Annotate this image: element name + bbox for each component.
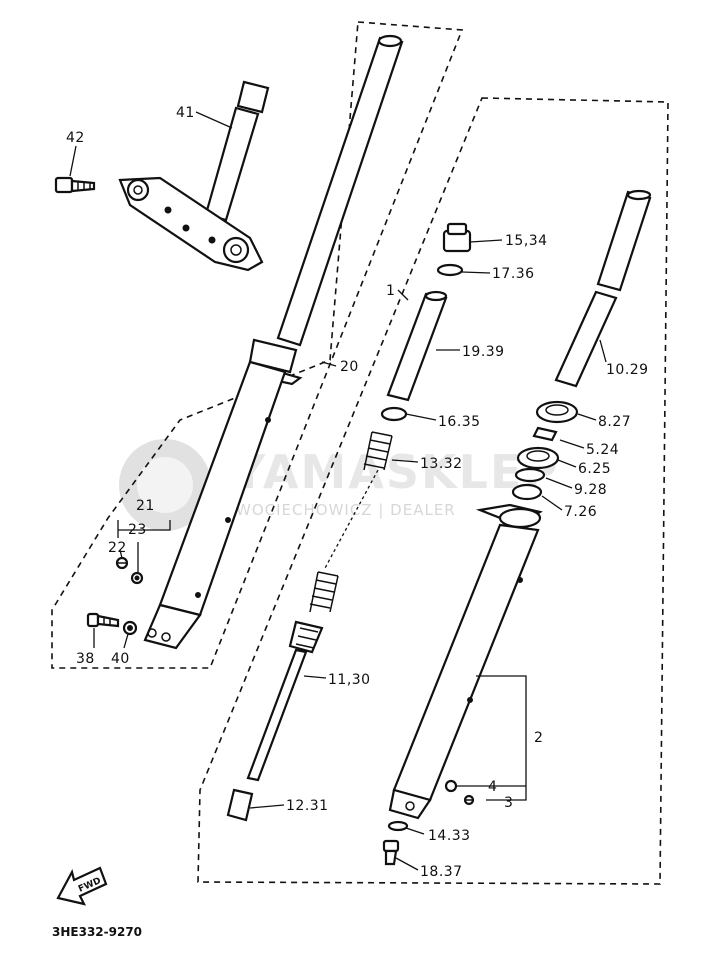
- callout-18-37: 18.37: [420, 864, 463, 880]
- callout-13-32: 13.32: [420, 456, 463, 472]
- cap-bolt-15-34: [442, 222, 472, 253]
- callout-15-34: 15,34: [505, 233, 548, 249]
- watermark: YAMASKLEP WOCIECHOWICZ | DEALER: [119, 439, 559, 531]
- steering-stem-assembly: [118, 80, 270, 272]
- callout-12-31: 12.31: [286, 798, 329, 814]
- drain-screw-22: [115, 556, 129, 570]
- callout-17-36: 17.36: [492, 266, 535, 282]
- callout-labels: 41 42 20 21 23 22 38 40 1 15,34 17.36 19…: [66, 105, 649, 880]
- retaining-clip-5-24: [532, 426, 558, 442]
- callout-40: 40: [111, 651, 130, 667]
- callout-38: 38: [76, 651, 95, 667]
- leader-lines: [69, 111, 607, 871]
- callout-8-27: 8.27: [598, 414, 631, 430]
- callout-2: 2: [534, 730, 543, 746]
- callout-3: 3: [504, 795, 513, 811]
- washer-16-35: [380, 406, 408, 422]
- right-outer-tube: [388, 503, 543, 820]
- callout-16-35: 16.35: [438, 414, 481, 430]
- oil-seal-6-25: [516, 446, 560, 470]
- oil-lock-piece-12-31: [226, 788, 254, 822]
- washer-9-28: [514, 467, 546, 483]
- spacer-19-39: [386, 290, 448, 402]
- callout-41: 41: [176, 105, 195, 121]
- right-fork-group-outline: [197, 97, 669, 885]
- diagram-code: 3HE332-9270: [52, 925, 142, 939]
- callout-5-24: 5.24: [586, 442, 619, 458]
- callout-4: 4: [488, 779, 497, 795]
- callout-20: 20: [340, 359, 359, 375]
- fork-spring-13-32: [309, 431, 393, 613]
- watermark-subline: WOCIECHOWICZ | DEALER: [236, 501, 456, 519]
- callout-6-25: 6.25: [578, 461, 611, 477]
- callout-14-33: 14.33: [428, 828, 471, 844]
- callout-19-39: 19.39: [462, 344, 505, 360]
- callout-1: 1: [386, 283, 395, 299]
- washer-23: [130, 571, 144, 585]
- callout-22: 22: [108, 540, 127, 556]
- forward-direction-arrow-icon: FWD: [56, 866, 108, 906]
- callout-11-30: 11,30: [328, 672, 371, 688]
- inner-tube-10-29: [554, 189, 652, 388]
- o-ring-17-36: [436, 263, 464, 277]
- dust-seal-8-27: [535, 400, 579, 424]
- callout-7-26: 7.26: [564, 504, 597, 520]
- watermark-brand: YAMASKLEP: [231, 445, 559, 499]
- copper-washer-14-33: [387, 820, 409, 832]
- damper-bolt-18-37: [382, 839, 400, 866]
- callout-10-29: 10.29: [606, 362, 649, 378]
- left-fork-assembly-20: [143, 34, 404, 650]
- callout-9-28: 9.28: [574, 482, 607, 498]
- washer-4: [444, 779, 458, 793]
- slide-metal-7-26: [511, 483, 543, 501]
- callout-42: 42: [66, 130, 85, 146]
- callout-21: 21: [136, 498, 155, 514]
- washer-40: [122, 620, 138, 636]
- drain-screw-3: [463, 794, 475, 806]
- bolt-38: [86, 612, 120, 628]
- damper-rod-11-30: [246, 620, 324, 782]
- callout-23: 23: [128, 522, 147, 538]
- pinch-bolt-42: [54, 176, 96, 194]
